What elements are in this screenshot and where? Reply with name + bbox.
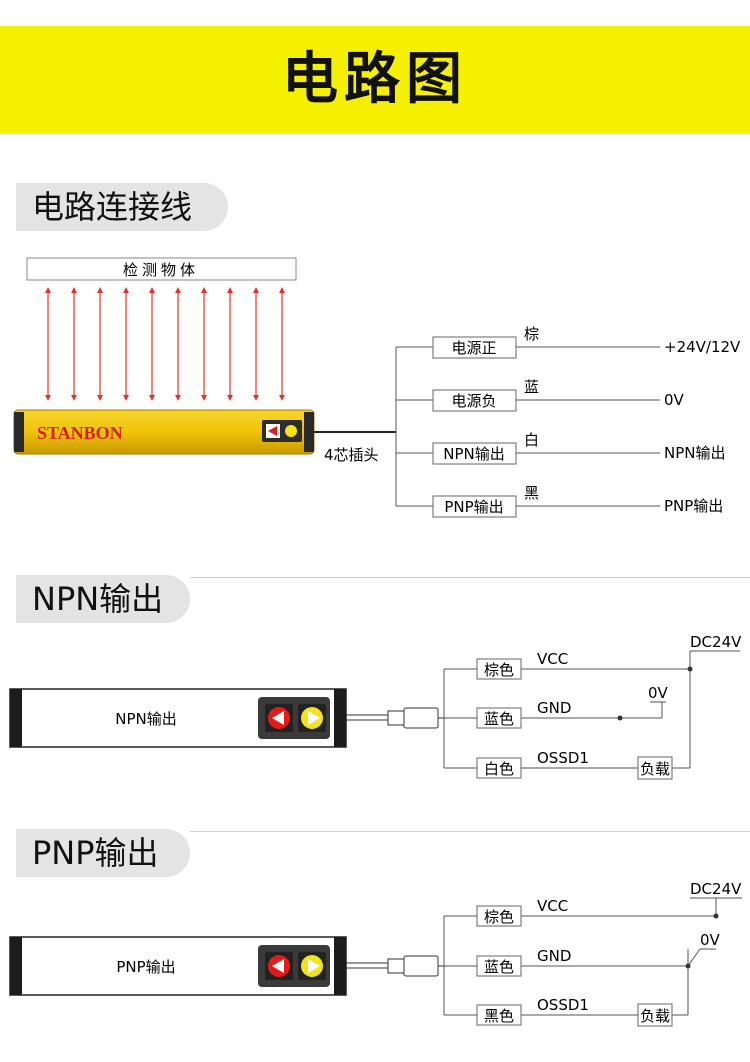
- title-banner: [0, 26, 750, 134]
- wire-label: 蓝色: [484, 710, 514, 728]
- wire-label: 蓝色: [484, 958, 514, 976]
- device-label: PNP输出: [116, 958, 175, 976]
- connector-label: 4芯插头: [324, 446, 379, 464]
- detect-object-box: [26, 257, 297, 281]
- section-heading-wiring: 电路连接线: [16, 183, 228, 231]
- ground-label: 0V: [700, 931, 721, 949]
- junction-dot: [617, 715, 623, 721]
- wire-bracket: [395, 346, 660, 507]
- wire-color: 黑: [524, 484, 539, 502]
- led-red-icon: [268, 426, 277, 436]
- wire-target: +24V/12V: [664, 338, 741, 356]
- wire-target: PNP输出: [664, 497, 723, 515]
- pnp-wire-boxes: [476, 905, 673, 1027]
- wire-label: 棕色: [484, 908, 514, 926]
- load-label: 负载: [640, 760, 670, 778]
- signal-label: OSSD1: [537, 996, 589, 1014]
- pnp-cable: [346, 955, 444, 977]
- junction-dot: [685, 963, 691, 969]
- ground-label: 0V: [648, 684, 669, 702]
- pnp-wiring: [443, 897, 742, 1016]
- wire-target: 0V: [664, 391, 685, 409]
- npn-wiring: [443, 650, 740, 769]
- wire-label: 黑色: [484, 1007, 514, 1025]
- supply-label: DC24V: [690, 633, 742, 651]
- wire-label: NPN输出: [443, 445, 505, 463]
- wire-label-boxes: [432, 336, 517, 518]
- npn-device: [9, 688, 347, 748]
- npn-wire-boxes: [476, 658, 673, 780]
- load-label: 负载: [640, 1007, 670, 1025]
- wire-target: NPN输出: [664, 444, 726, 462]
- signal-label: VCC: [537, 897, 568, 915]
- device-label: NPN输出: [115, 710, 177, 728]
- sensor-device: [13, 409, 396, 455]
- junction-dot: [687, 666, 693, 672]
- led-yellow-icon: [285, 425, 297, 437]
- supply-label: DC24V: [690, 880, 742, 898]
- signal-label: GND: [537, 699, 571, 717]
- signal-label: OSSD1: [537, 749, 589, 767]
- wire-color: 棕: [524, 325, 539, 343]
- brand-logo: STANBON: [37, 423, 123, 443]
- wire-label: 白色: [484, 760, 514, 778]
- wire-label: PNP输出: [444, 498, 503, 516]
- signal-label: GND: [537, 947, 571, 965]
- section-heading-npn: NPN输出: [16, 575, 190, 623]
- section-divider: [190, 831, 750, 832]
- detect-object-label: 检测物体: [123, 261, 199, 279]
- signal-label: VCC: [537, 650, 568, 668]
- junction-dot: [713, 913, 719, 919]
- wire-label: 电源负: [451, 392, 496, 410]
- wire-label: 棕色: [484, 661, 514, 679]
- section-divider: [190, 577, 750, 578]
- wire-label: 电源正: [451, 339, 496, 357]
- npn-cable: [346, 707, 444, 729]
- page-title: 电路图: [282, 47, 468, 112]
- light-beams: [45, 287, 285, 401]
- pnp-device: [9, 936, 347, 996]
- wire-color: 白: [524, 431, 539, 449]
- section-heading-pnp: PNP输出: [16, 829, 190, 877]
- wire-color: 蓝: [524, 378, 539, 396]
